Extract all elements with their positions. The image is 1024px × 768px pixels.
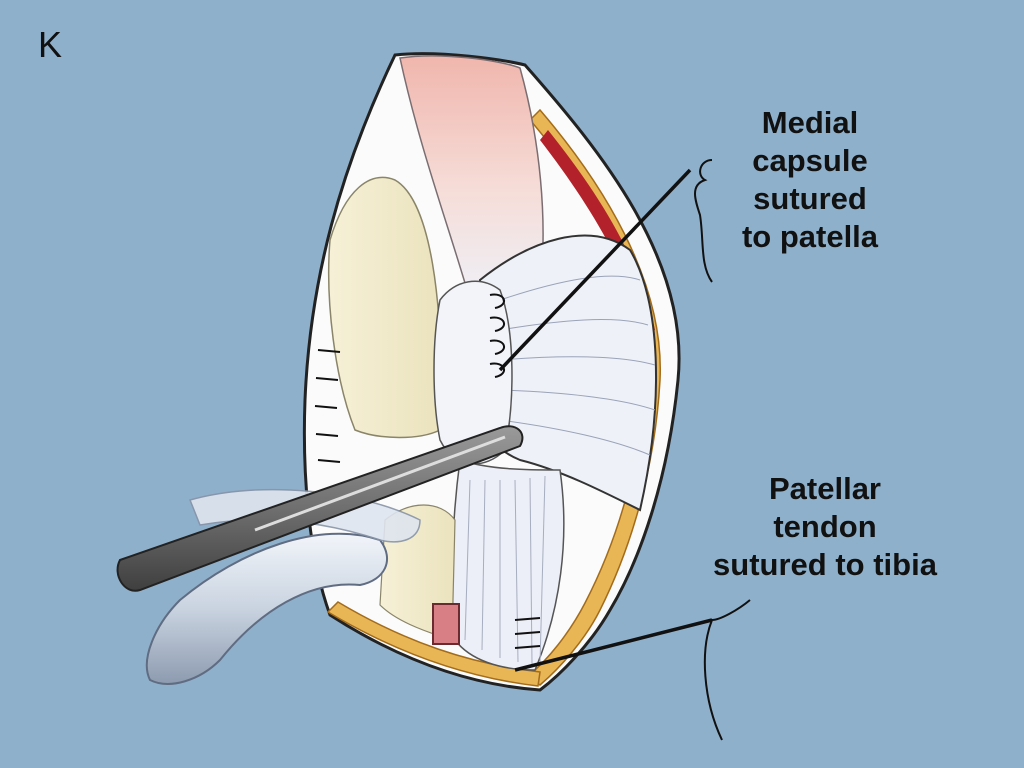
label-line: Patellar (768, 471, 881, 506)
panel-letter: K (38, 24, 63, 65)
tendon-fibers (464, 475, 546, 665)
capsule-fibers (499, 275, 656, 456)
label-line: tendon (773, 509, 877, 544)
label-line: Medial (761, 105, 859, 140)
bone-block (432, 603, 460, 645)
label-line: sutured to tibia (713, 547, 937, 582)
bracket-capsule (694, 159, 713, 283)
label-patellar-tendon: Patellar tendon sutured to tibia (680, 470, 970, 584)
label-line: capsule (752, 143, 868, 178)
quadriceps-muscle (399, 55, 544, 301)
forceps-highlight (254, 435, 506, 532)
fat-layer-bottom (326, 601, 541, 687)
bracket-tendon (703, 599, 751, 741)
label-medial-capsule: Medial capsule sutured to patella (700, 104, 920, 256)
lateral-sutures (314, 349, 341, 463)
retractor (145, 532, 389, 685)
leader-line-capsule (498, 168, 692, 372)
label-line: sutured (753, 181, 867, 216)
patellar-tendon (451, 459, 565, 671)
leader-line-tendon (514, 618, 713, 672)
label-line: to patella (741, 219, 879, 254)
tendon-sutures (514, 617, 541, 649)
